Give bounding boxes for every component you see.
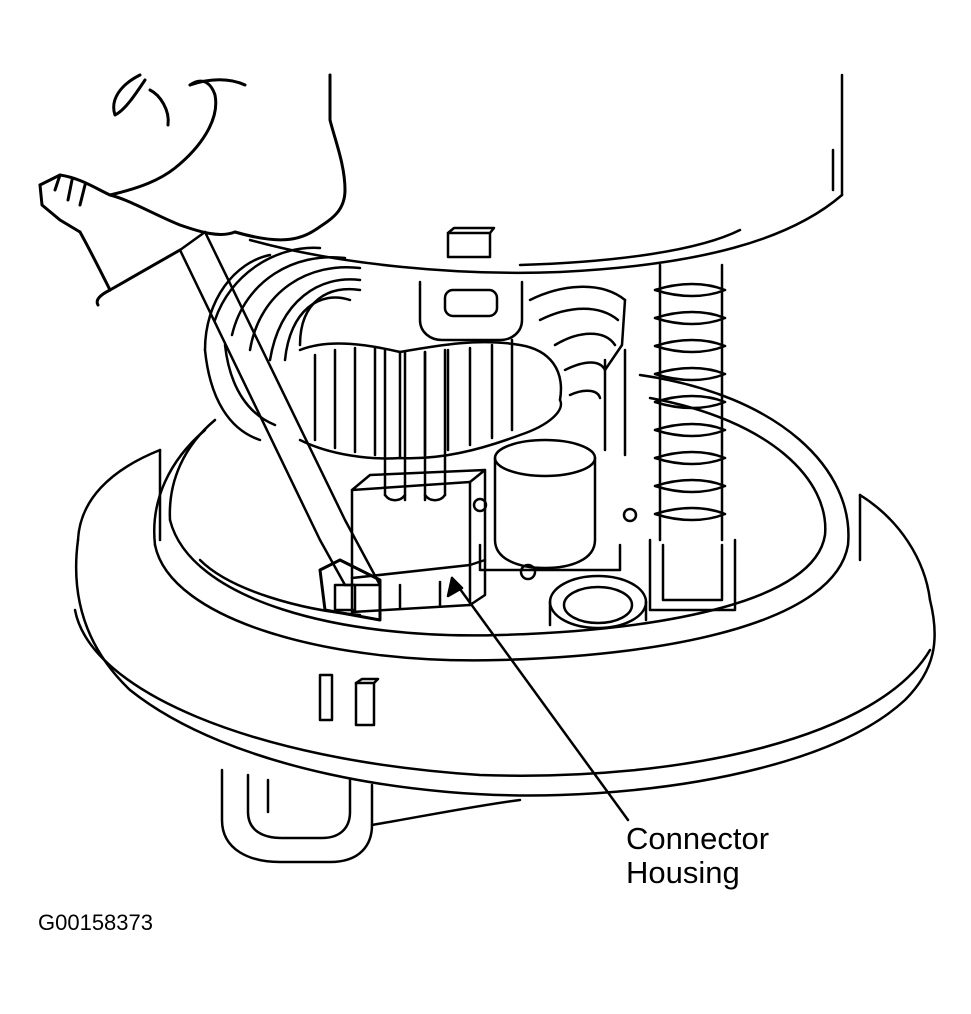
callout-leader-line bbox=[452, 578, 628, 820]
connector-housing bbox=[352, 470, 485, 612]
callout-label-line1: Connector bbox=[626, 821, 770, 856]
mount-bracket bbox=[420, 282, 522, 340]
callout-leader-arrowhead bbox=[448, 578, 462, 596]
upper-canister bbox=[250, 75, 842, 273]
callout-label-line2: Housing bbox=[626, 855, 740, 890]
bottom-bracket bbox=[222, 770, 520, 862]
callout-label: Connector Housing bbox=[626, 822, 769, 890]
outlet-tube bbox=[550, 576, 646, 628]
corrugated-hose bbox=[205, 248, 625, 459]
connector-wires bbox=[385, 350, 445, 500]
flange-tabs bbox=[320, 675, 378, 725]
figure-code: G00158373 bbox=[38, 910, 153, 935]
screwdriver bbox=[180, 232, 380, 620]
spring-assembly bbox=[605, 265, 735, 610]
flange-base bbox=[75, 450, 935, 796]
hand-holding-screwdriver bbox=[40, 75, 345, 305]
cup-rim bbox=[154, 375, 848, 660]
sensor-cylinder bbox=[474, 440, 636, 579]
